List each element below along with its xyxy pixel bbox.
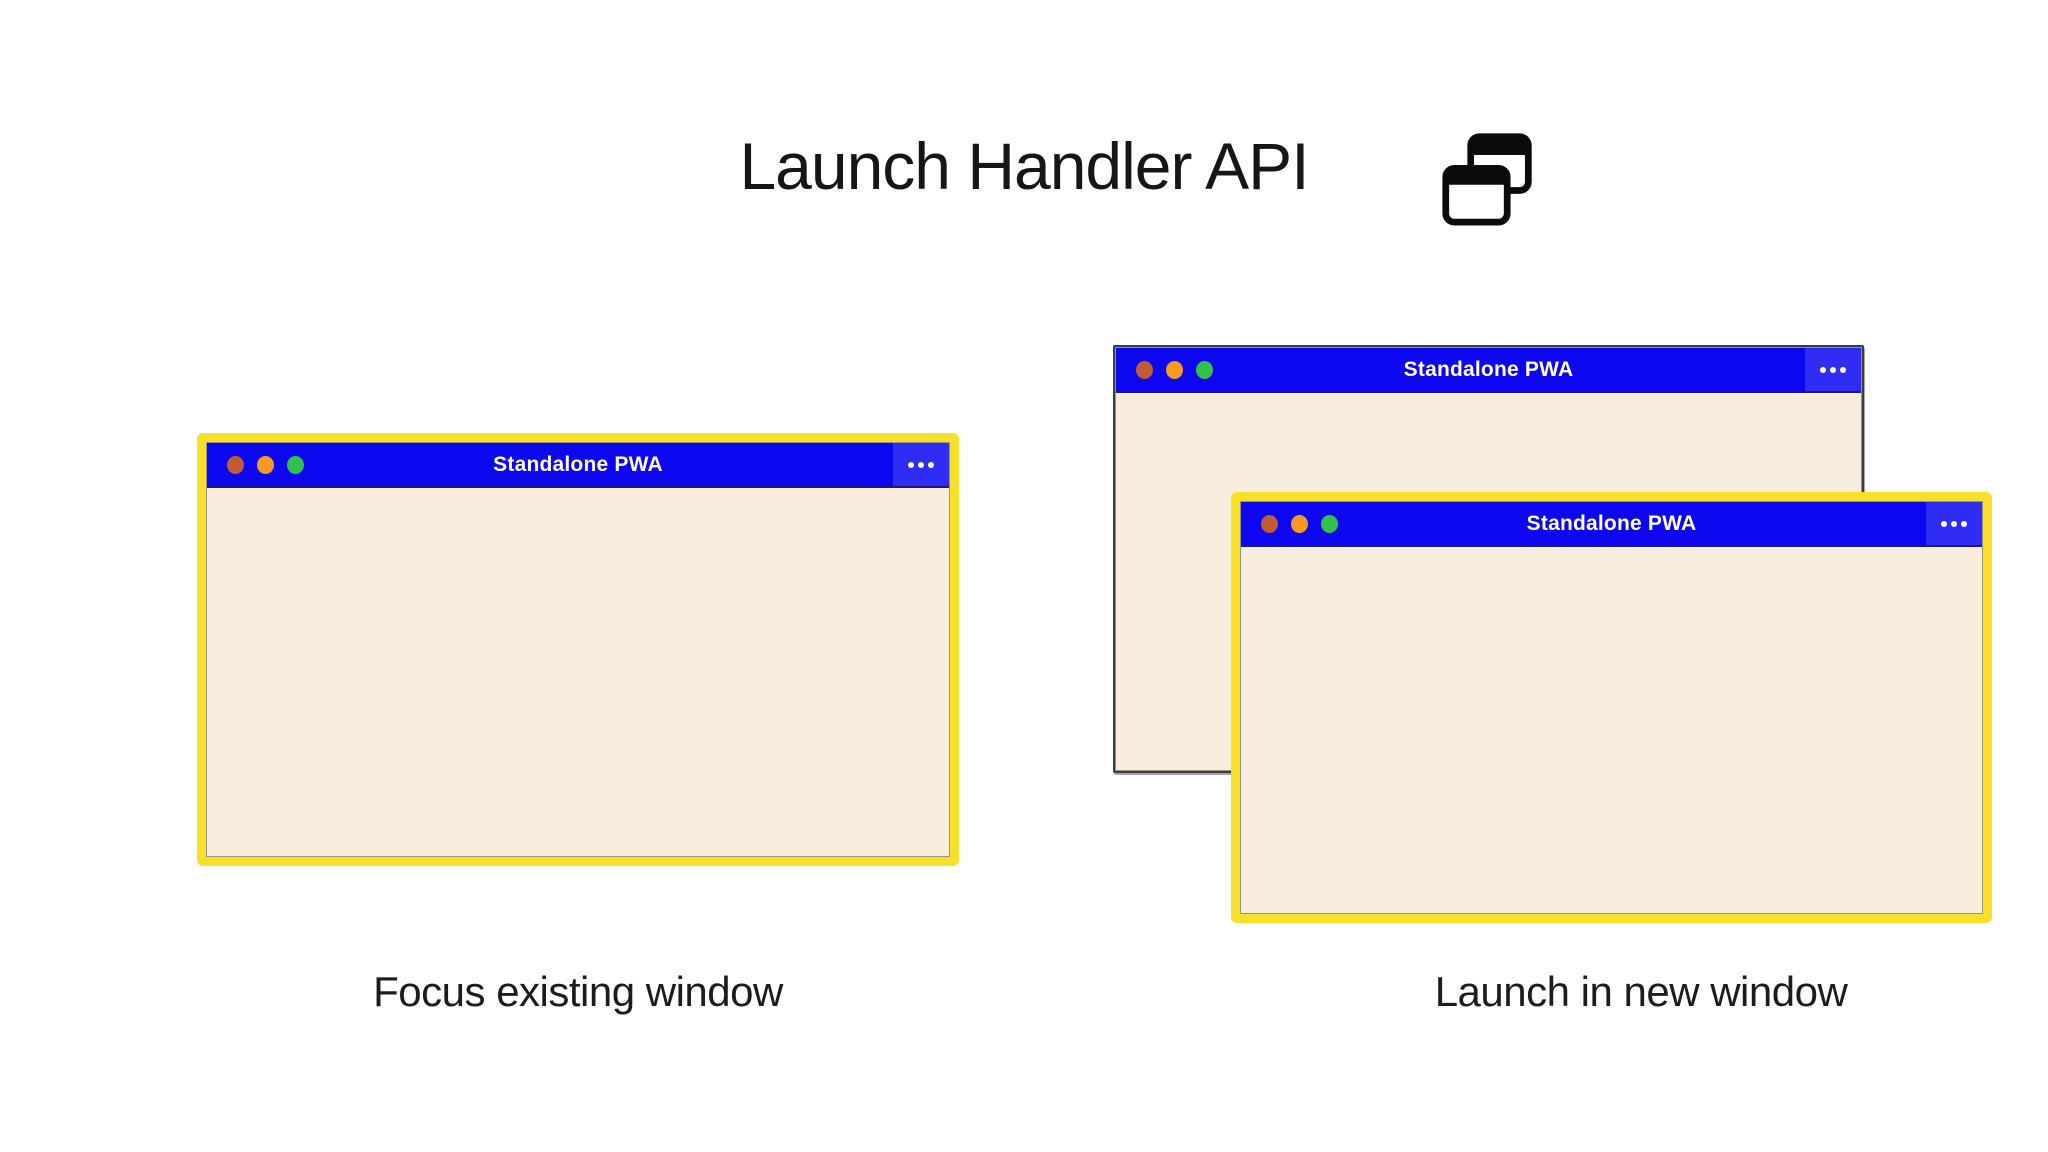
close-dot-icon[interactable] xyxy=(1261,514,1278,533)
window-title: Standalone PWA xyxy=(493,452,663,476)
caption-launch-new: Launch in new window xyxy=(1434,968,1848,1015)
minimize-dot-icon[interactable] xyxy=(1166,360,1183,379)
close-dot-icon[interactable] xyxy=(227,455,244,474)
overlapping-windows-icon xyxy=(1442,133,1532,226)
maximize-dot-icon[interactable] xyxy=(1321,514,1338,533)
traffic-light-buttons xyxy=(1261,502,1338,545)
window-title: Standalone PWA xyxy=(1403,357,1574,381)
window-content xyxy=(207,488,949,856)
close-dot-icon[interactable] xyxy=(1136,360,1153,379)
minimize-dot-icon[interactable] xyxy=(257,455,274,474)
ellipsis-menu-button[interactable] xyxy=(1805,348,1861,391)
maximize-dot-icon[interactable] xyxy=(1196,360,1213,379)
minimize-dot-icon[interactable] xyxy=(1291,514,1308,533)
pwa-window: Standalone PWA xyxy=(1240,501,1983,914)
pwa-window-focused-existing: Standalone PWA xyxy=(197,433,959,866)
window-titlebar: Standalone PWA xyxy=(1241,502,1982,547)
window-titlebar: Standalone PWA xyxy=(207,443,949,488)
window-title: Standalone PWA xyxy=(1526,511,1697,535)
caption-focus-existing: Focus existing window xyxy=(373,968,783,1015)
traffic-light-buttons xyxy=(1136,348,1213,391)
pwa-window-focused-new: Standalone PWA xyxy=(1231,492,1992,923)
page-title: Launch Handler API xyxy=(739,129,1309,203)
traffic-light-buttons xyxy=(227,443,304,486)
window-content xyxy=(1241,547,1982,913)
ellipsis-menu-button[interactable] xyxy=(893,443,949,486)
pwa-window: Standalone PWA xyxy=(206,442,950,857)
maximize-dot-icon[interactable] xyxy=(287,455,304,474)
ellipsis-menu-button[interactable] xyxy=(1926,502,1982,545)
window-titlebar: Standalone PWA xyxy=(1116,348,1861,393)
